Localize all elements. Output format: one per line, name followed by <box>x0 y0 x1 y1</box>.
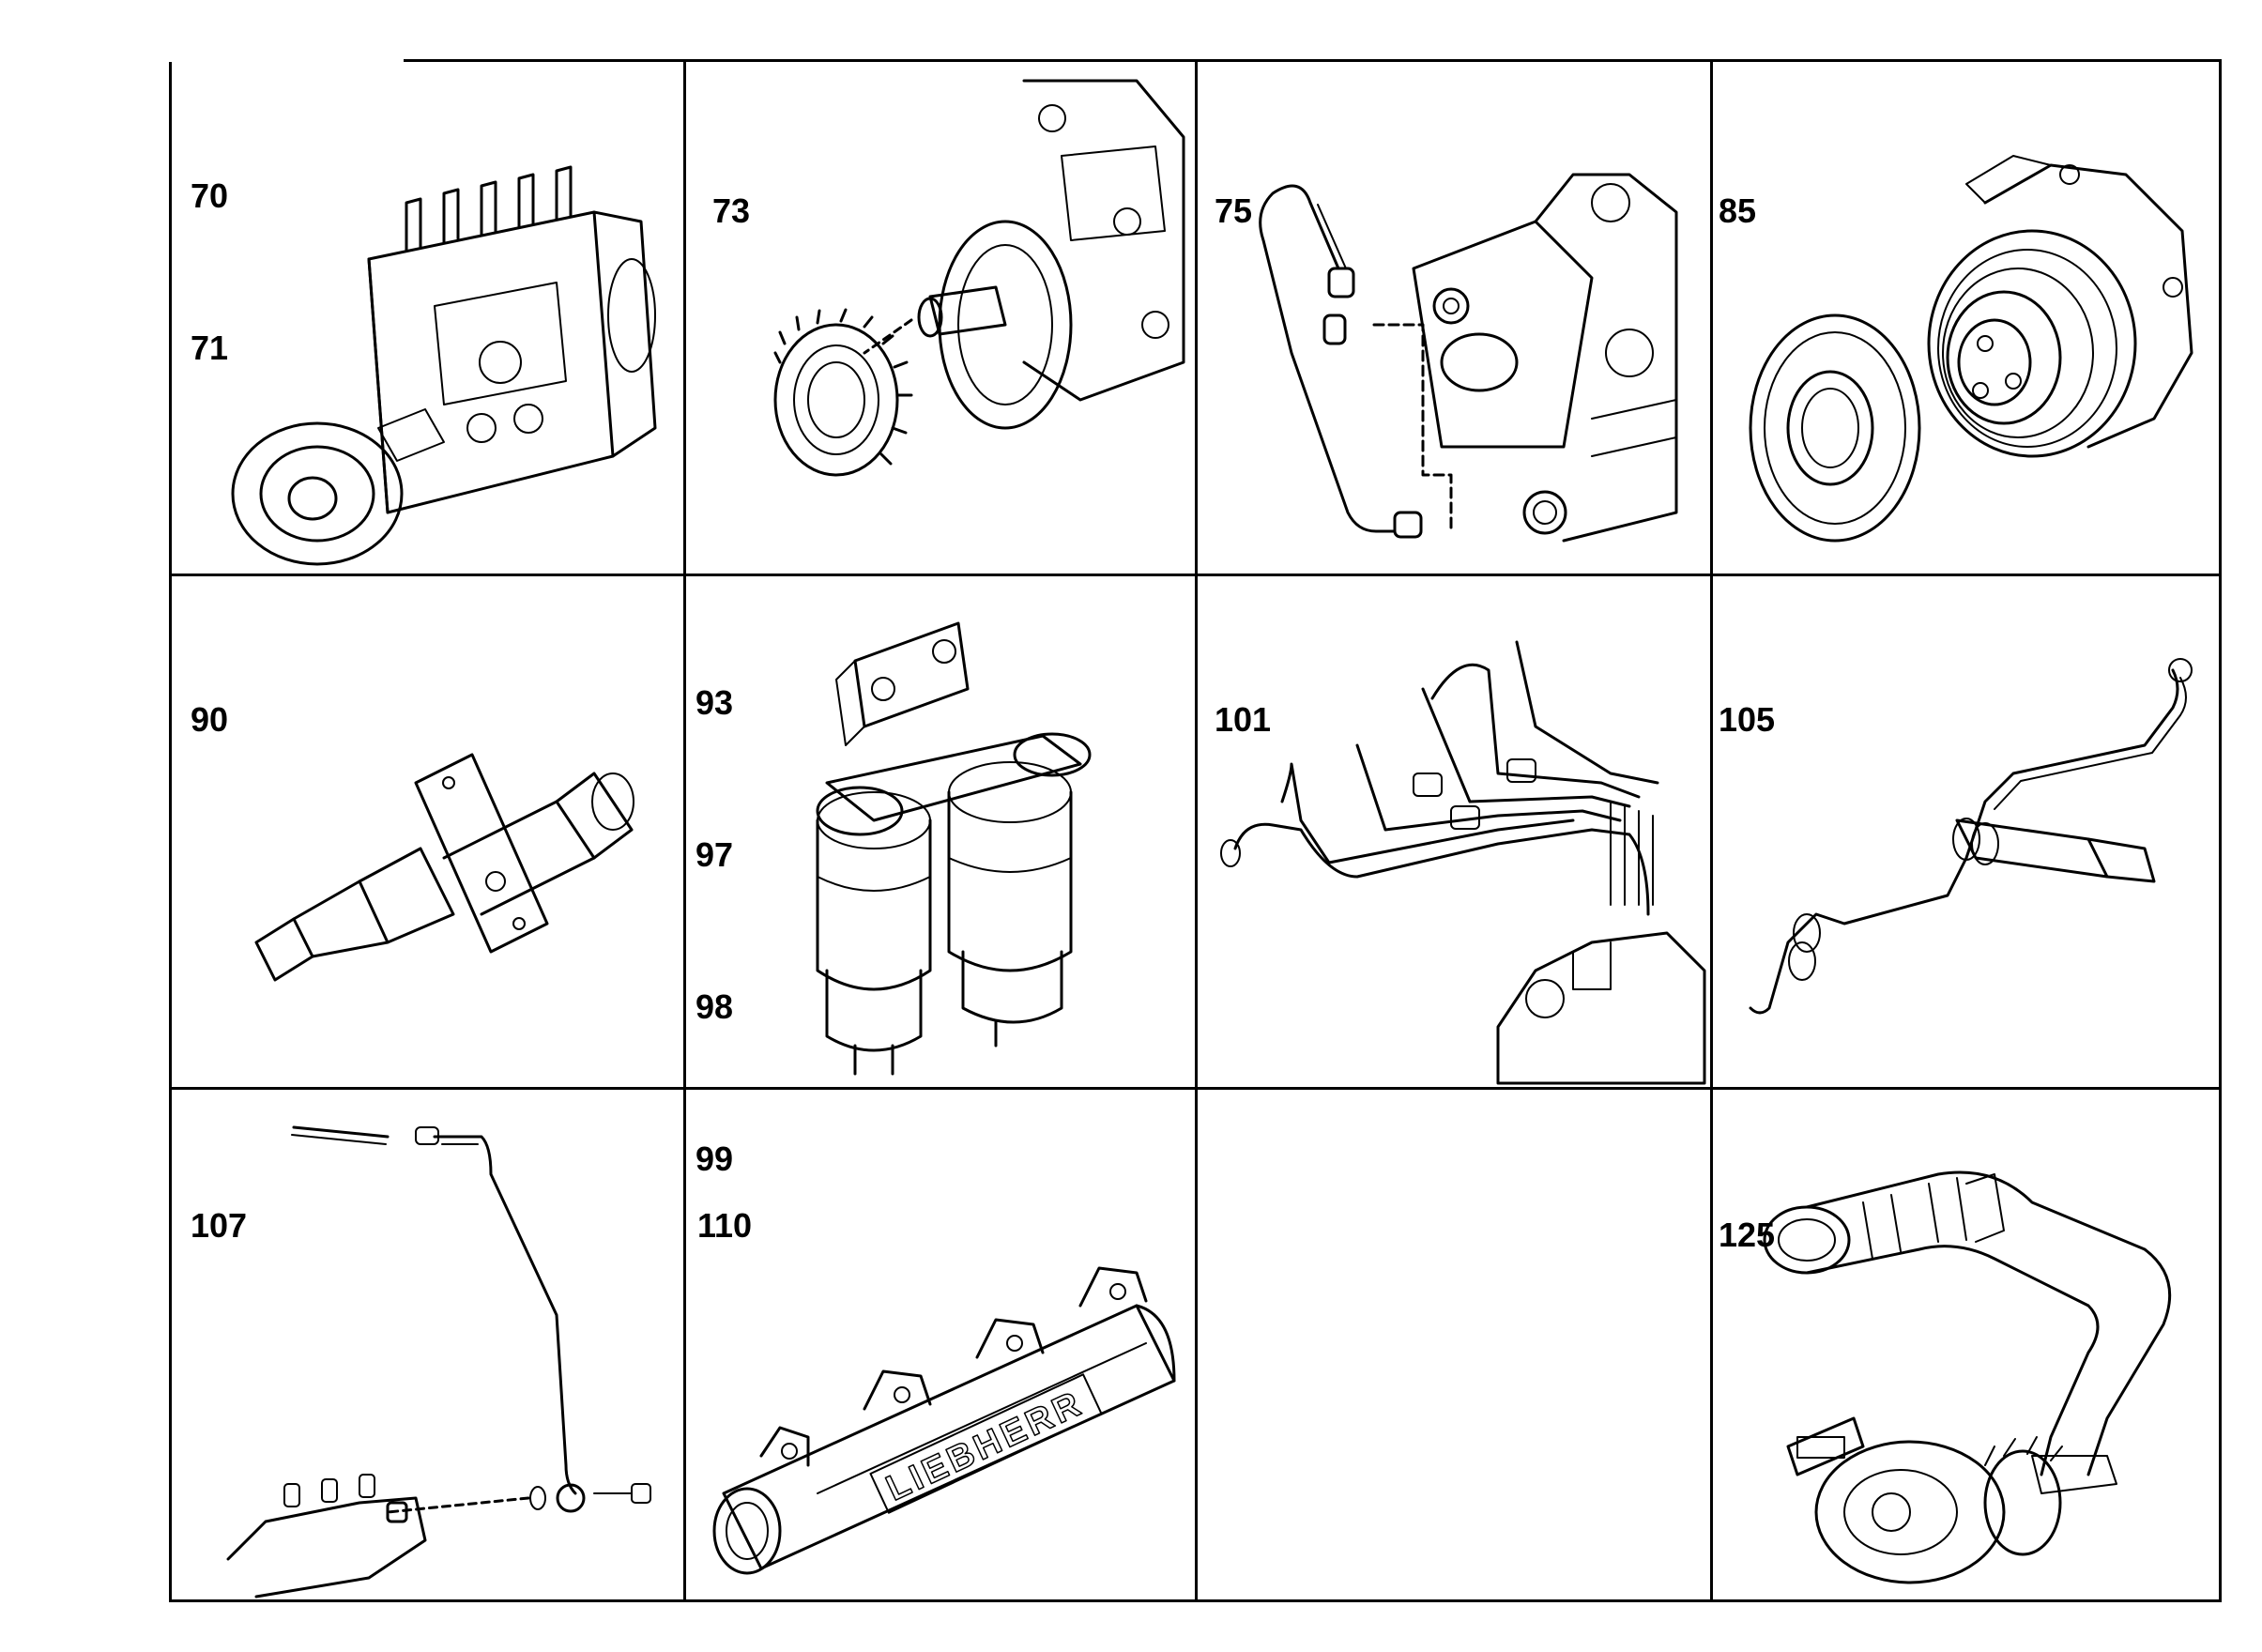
grid-right-line <box>2219 62 2222 1602</box>
return-line-icon <box>226 1125 651 1598</box>
part-cell-101: 101 <box>1198 576 1710 1087</box>
grid-col-line-1 <box>683 62 686 1602</box>
part-number-label: 93 97 98 99 <box>695 683 734 1178</box>
part-number-label: 73 <box>712 191 751 230</box>
intake-manifold-icon: LIEBHERR <box>712 1266 1176 1575</box>
part-cell-90: 90 <box>172 576 683 1087</box>
turbo-hose-icon <box>1763 1170 2172 1584</box>
grid-col-line-3 <box>1710 62 1713 1602</box>
part-number-label: 107 <box>191 1206 248 1245</box>
part-cell-70-71: 70 71 <box>172 62 683 574</box>
part-cell-empty <box>1198 1090 1710 1599</box>
flange-gear-icon <box>1749 155 2193 543</box>
part-cell-125: 125 <box>1713 1090 2219 1599</box>
grid-top-line <box>404 59 2222 62</box>
grid-row-line-1 <box>169 574 2222 576</box>
part-cell-107: 107 <box>172 1090 683 1599</box>
grid-left-line <box>169 62 172 1602</box>
part-number-label: 85 <box>1719 191 1757 230</box>
part-number-label: 90 <box>191 700 229 739</box>
manifold-brand-text: LIEBHERR <box>880 1384 1090 1509</box>
part-cell-85: 85 <box>1713 62 2219 574</box>
injection-lines-icon <box>1220 640 1706 1085</box>
part-number-label: 105 <box>1719 700 1776 739</box>
part-number-label: 75 <box>1215 191 1253 230</box>
drive-gear-icon <box>773 79 1185 477</box>
part-cell-73: 73 <box>686 62 1195 574</box>
part-cell-110: 110 LIEBHERR <box>686 1090 1195 1599</box>
leak-oil-line-icon <box>1749 658 2193 1015</box>
grid-row-line-2 <box>169 1087 2222 1090</box>
part-cell-75: 75 <box>1198 62 1710 574</box>
grid-col-line-2 <box>1195 62 1198 1602</box>
pressure-line-icon <box>1259 173 1678 543</box>
injector-icon <box>254 753 634 982</box>
part-cell-105: 105 <box>1713 576 2219 1087</box>
part-cell-93-97-98-99: 93 97 98 99 <box>686 576 1195 1178</box>
fuel-filter-icon <box>816 621 1092 1076</box>
part-number-label: 110 <box>697 1206 753 1245</box>
part-number-label: 70 71 <box>191 176 229 367</box>
part-number-label: 101 <box>1215 700 1272 739</box>
injection-pump-icon <box>231 165 657 566</box>
